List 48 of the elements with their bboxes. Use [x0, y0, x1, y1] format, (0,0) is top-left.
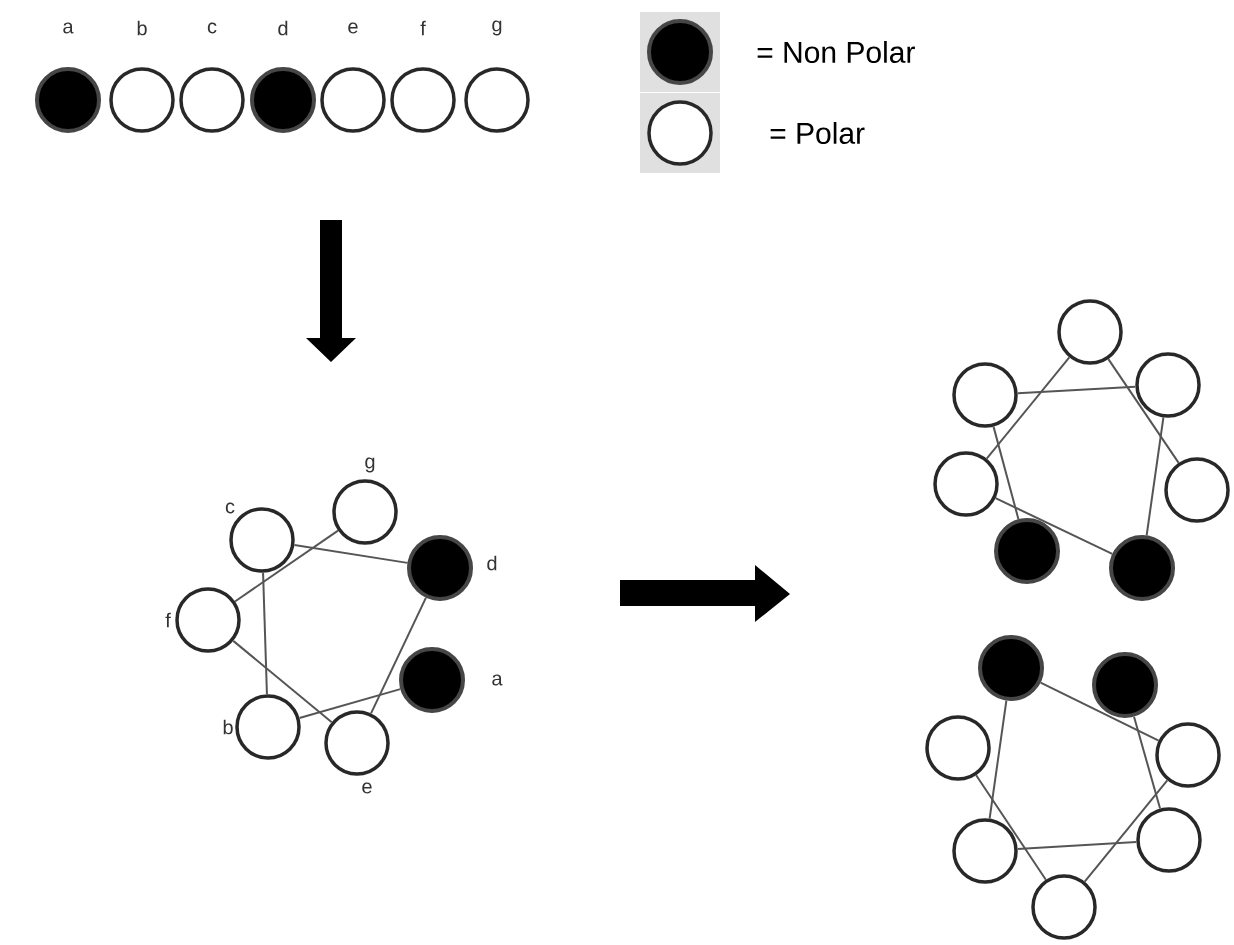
residue-circle	[1031, 874, 1097, 940]
residue-circle	[925, 715, 991, 781]
residue-letter: a	[63, 22, 74, 34]
residue-letter: d	[278, 20, 288, 36]
residue-circle	[952, 818, 1018, 884]
helix-line	[975, 774, 1047, 881]
legend-label: = Non Polar	[757, 41, 915, 63]
helix-line	[234, 529, 339, 603]
residue-circle	[1092, 652, 1158, 718]
residue-letter: e	[362, 782, 372, 794]
helix-line	[994, 497, 1114, 555]
residue-circle	[1164, 457, 1230, 523]
helix-line	[992, 425, 1020, 521]
residue-circle	[1057, 299, 1123, 365]
residue-circle	[952, 362, 1018, 428]
residue-circle	[1136, 807, 1202, 873]
helix-line	[293, 544, 409, 564]
residue-letter: c	[225, 502, 235, 514]
residue-letter: f	[420, 20, 426, 36]
helix-line	[1016, 840, 1138, 851]
helix-line	[1016, 385, 1137, 395]
helix-line	[1083, 779, 1169, 883]
helix-line	[1145, 416, 1165, 537]
residue-letter: a	[492, 674, 503, 686]
residue-letter: g	[365, 457, 375, 473]
legend-label: = Polar	[770, 122, 865, 144]
residue-letter: e	[348, 22, 358, 34]
helix-line	[985, 356, 1071, 460]
helix-line	[262, 571, 268, 696]
helix-line	[1107, 358, 1180, 464]
residue-circle	[994, 518, 1060, 584]
helix-line	[232, 639, 333, 724]
residue-letter: f	[165, 612, 171, 628]
residue-circle	[1135, 352, 1201, 418]
residue-letter: g	[492, 20, 502, 36]
residue-circle	[978, 635, 1044, 701]
residue-letter: b	[137, 20, 147, 36]
helix-line	[1039, 681, 1160, 742]
residue-circle	[1155, 722, 1221, 788]
helix-line	[370, 596, 427, 715]
residue-circle	[933, 451, 999, 517]
residue-letter: b	[223, 719, 233, 735]
residue-circle	[1109, 535, 1175, 601]
helix-line	[298, 688, 402, 719]
helix-line	[1133, 715, 1162, 810]
residue-letter: d	[487, 555, 497, 571]
helix-line	[988, 699, 1008, 820]
residue-letter: c	[207, 22, 217, 34]
